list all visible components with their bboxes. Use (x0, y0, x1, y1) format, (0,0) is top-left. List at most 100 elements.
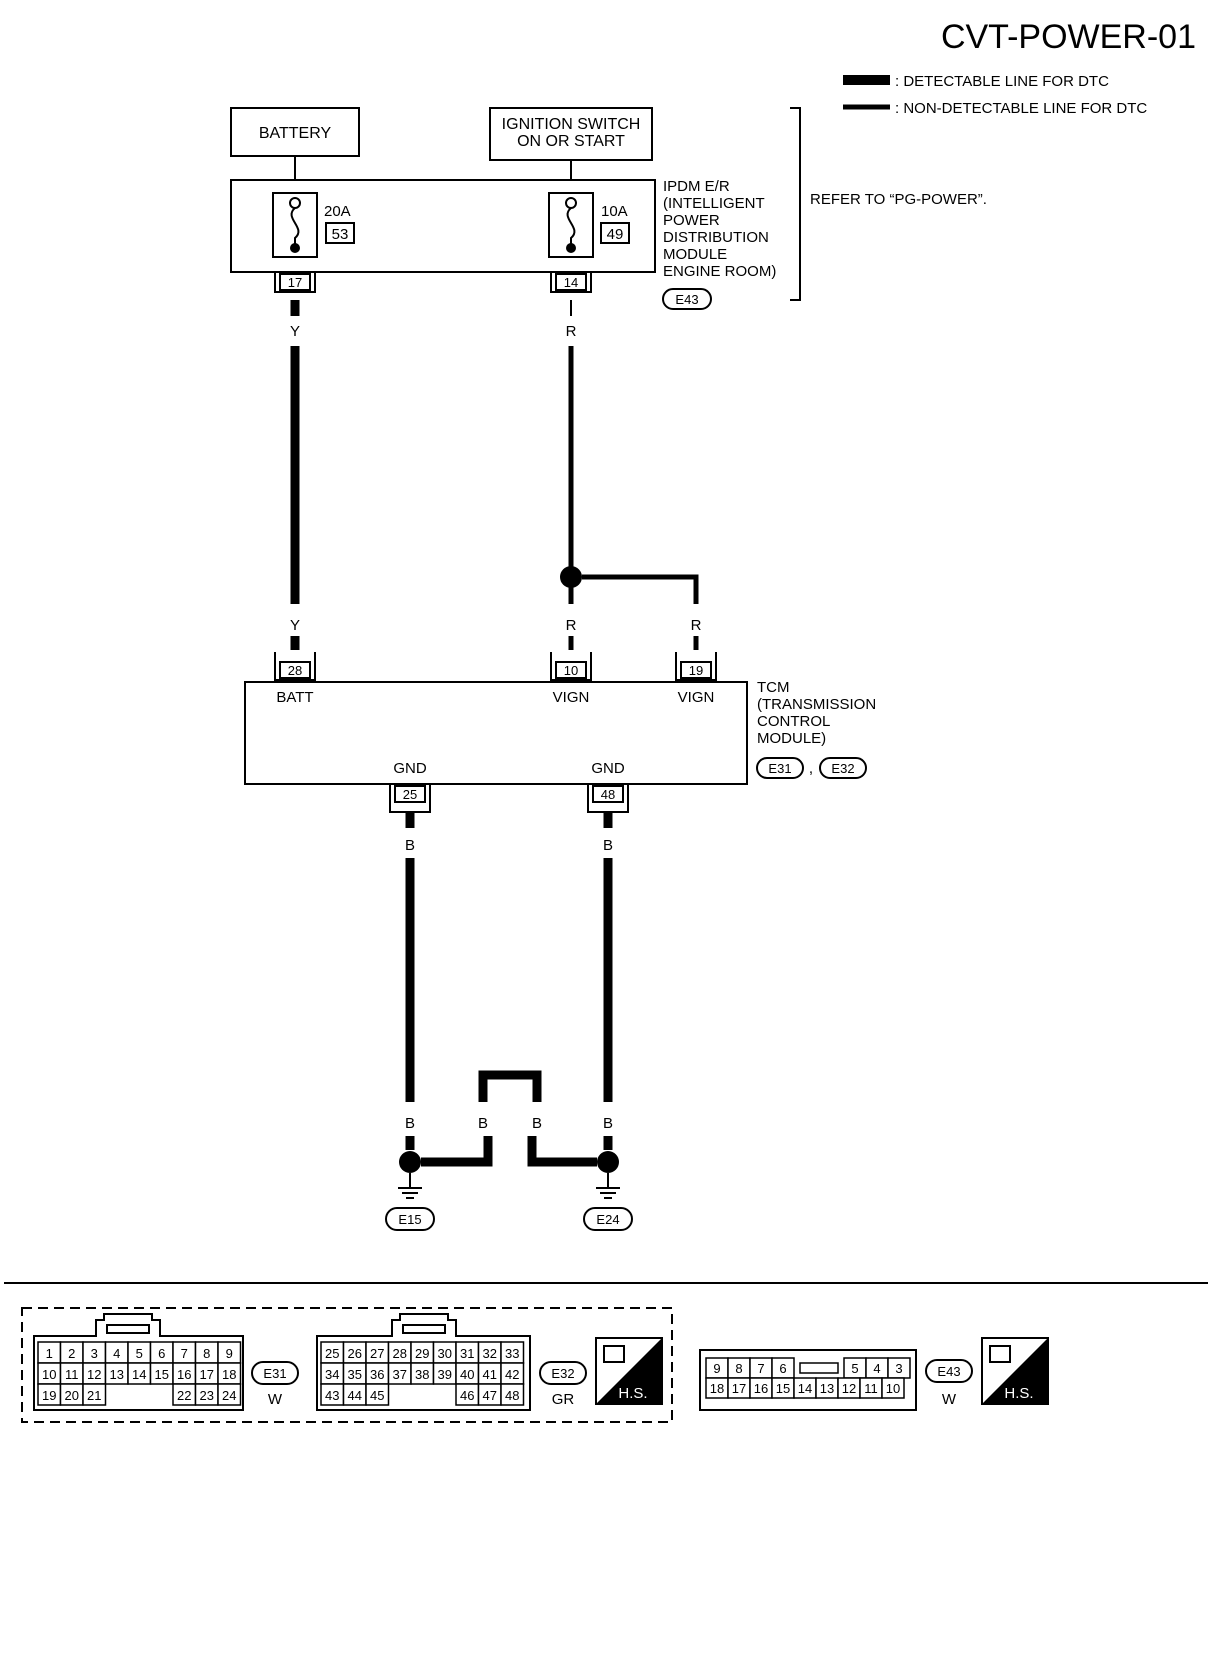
svg-text:17: 17 (288, 275, 302, 290)
connector-pin: 41 (483, 1367, 497, 1382)
wire-r-branch (582, 574, 699, 604)
tcm-connector-group (21, 1307, 673, 1423)
svg-text:(INTELLIGENT: (INTELLIGENT (663, 195, 765, 212)
connector-pin: 11 (864, 1381, 878, 1396)
wire-color-b-2: B (405, 1115, 415, 1132)
connector-pin: 44 (348, 1388, 362, 1403)
wire-b-jumper (478, 1070, 542, 1102)
connector-e31-id: E31 (263, 1366, 286, 1381)
connector-pin: 18 (222, 1367, 236, 1382)
tcm-connector-e31 (756, 757, 804, 779)
svg-text:H.S.: H.S. (618, 1385, 647, 1402)
connector-e32-id: E32 (551, 1366, 574, 1381)
wire-color-b-4: B (603, 1115, 613, 1132)
connector-pin: 15 (155, 1367, 169, 1382)
connector-pin: 6 (158, 1346, 165, 1361)
svg-text:MODULE: MODULE (663, 246, 727, 263)
connector-pin: 1 (46, 1346, 53, 1361)
connector-pin: 8 (735, 1361, 742, 1376)
connector-pin: 5 (851, 1361, 858, 1376)
refer-bracket (790, 107, 801, 301)
connector-pin: 20 (65, 1388, 79, 1403)
wire-color-r-2: R (691, 617, 702, 634)
svg-text:(TRANSMISSION: (TRANSMISSION (757, 696, 876, 713)
connector-pin: 3 (91, 1346, 98, 1361)
connector-pin: 5 (136, 1346, 143, 1361)
ipdm-connector-id: E43 (675, 292, 698, 307)
ipdm-label: IPDM E/R (INTELLIGENT POWER DISTRIBUTION… (662, 178, 776, 310)
connector-pin: 39 (438, 1367, 452, 1382)
svg-text:E31: E31 (768, 761, 791, 776)
connector-pin: 43 (325, 1388, 339, 1403)
fuse-10a: 10A 49 (548, 192, 630, 258)
tcm-term-batt: BATT (276, 689, 313, 706)
connector-e43-color: W (942, 1391, 957, 1408)
connector-pin: 12 (87, 1367, 101, 1382)
connector-pin: 17 (732, 1381, 746, 1396)
fuse1-number: 53 (332, 226, 349, 243)
svg-text:DISTRIBUTION: DISTRIBUTION (663, 229, 769, 246)
harness-side-icon-2: H.S. (981, 1337, 1049, 1405)
connector-e31-color: W (268, 1391, 283, 1408)
legend-detectable: : DETECTABLE LINE FOR DTC (895, 73, 1109, 90)
legend-non-detectable: : NON-DETECTABLE LINE FOR DTC (895, 100, 1147, 117)
svg-text:MODULE): MODULE) (757, 730, 826, 747)
svg-text:IPDM E/R: IPDM E/R (663, 178, 730, 195)
connector-pin: 8 (203, 1346, 210, 1361)
ground-e15-id: E15 (398, 1212, 421, 1227)
connector-pin: 27 (370, 1346, 384, 1361)
svg-text:,: , (809, 760, 813, 777)
tcm-term-gnd-2: GND (591, 760, 625, 777)
connector-pin: 4 (113, 1346, 120, 1361)
connector-pin: 38 (415, 1367, 429, 1382)
tcm-pin-19: 19 (675, 652, 717, 681)
ipdm-connector-badge (662, 288, 712, 310)
connector-pin: 30 (438, 1346, 452, 1361)
connector-pin: 7 (181, 1346, 188, 1361)
connector-pin: 37 (393, 1367, 407, 1382)
ipdm-pin-17: 17 (274, 272, 316, 293)
connector-pin: 46 (460, 1388, 474, 1403)
connector-pin: 48 (505, 1388, 519, 1403)
fuse1-rating: 20A (324, 203, 351, 220)
connector-pin: 14 (132, 1367, 146, 1382)
wire-color-y-top: Y (290, 323, 300, 340)
connector-pin: 45 (370, 1388, 384, 1403)
connector-pin: 9 (226, 1346, 233, 1361)
connector-pin: 9 (713, 1361, 720, 1376)
harness-side-icon-1: H.S. (595, 1337, 663, 1405)
connector-pin: 14 (798, 1381, 812, 1396)
svg-text:H.S.: H.S. (1004, 1385, 1033, 1402)
tcm-pin-25: 25 (389, 784, 431, 813)
tcm-pin-48: 48 (587, 784, 629, 813)
svg-text:25: 25 (403, 787, 417, 802)
connector-pin: 18 (710, 1381, 724, 1396)
connector-pin: 3 (895, 1361, 902, 1376)
svg-text:E32: E32 (831, 761, 854, 776)
connector-pin: 13 (110, 1367, 124, 1382)
diagram-title: CVT-POWER-01 (941, 18, 1196, 56)
fuse2-rating: 10A (601, 203, 628, 220)
wire-color-b-6: B (532, 1115, 542, 1132)
tcm-pin-28: 28 (274, 652, 316, 681)
wire-color-b-3: B (603, 837, 613, 854)
svg-text:10: 10 (564, 663, 578, 678)
connector-pin: 12 (842, 1381, 856, 1396)
connector-pin: 17 (200, 1367, 214, 1382)
connector-pin: 16 (754, 1381, 768, 1396)
tcm-term-vign-2: VIGN (678, 689, 715, 706)
connector-pin: 21 (87, 1388, 101, 1403)
connector-pin: 10 (42, 1367, 56, 1382)
connector-pin: 4 (873, 1361, 880, 1376)
ground-e15: E15 (385, 1151, 435, 1231)
connector-pin: 26 (348, 1346, 362, 1361)
connector-pin: 36 (370, 1367, 384, 1382)
connector-pin: 11 (65, 1367, 79, 1382)
ignition-label-line2: ON OR START (517, 133, 625, 150)
connector-pin: 23 (200, 1388, 214, 1403)
connector-pin: 24 (222, 1388, 236, 1403)
ipdm-pin-14: 14 (550, 272, 592, 293)
